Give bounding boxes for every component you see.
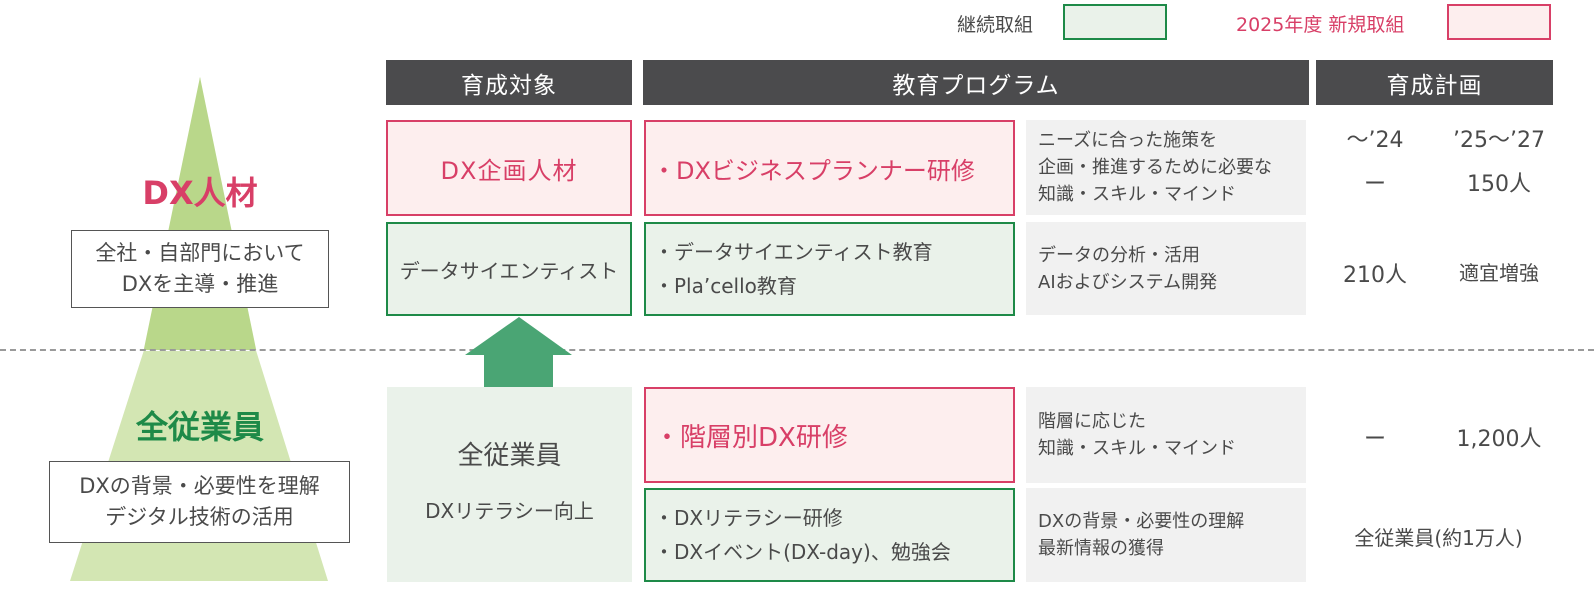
program-description: 階層に応じた 知識・スキル・マインド	[1026, 387, 1306, 483]
plan-period-current: 〜’24	[1346, 128, 1404, 153]
all-employees-description: DXの背景・必要性を理解 デジタル技術の活用	[49, 461, 350, 543]
plan-next-value: 150人	[1467, 172, 1531, 197]
plan-period-next: ’25〜’27	[1453, 128, 1545, 153]
desc-line: 企画・推進するために必要な	[1038, 157, 1272, 178]
legend-new-label: 2025年度 新規取組	[1236, 14, 1405, 36]
program-tiered-dx-training: ・階層別DX研修	[644, 387, 1015, 483]
plan-all-employees-value: 全従業員(約1万人)	[1354, 526, 1523, 550]
program-data-scientist: ・データサイエンティスト教育 ・Pla’cello教育	[644, 222, 1015, 316]
target-all-employees: 全従業員 DXリテラシー向上	[387, 387, 632, 582]
desc-line: AIおよびシステム開発	[1038, 271, 1218, 293]
desc-line: 最新情報の獲得	[1038, 538, 1164, 559]
dx-talent-desc-line: 全社・自部門において	[95, 241, 305, 265]
program-description: DXの背景・必要性の理解 最新情報の獲得	[1026, 488, 1306, 582]
plan-current-value: ー	[1363, 172, 1386, 197]
desc-line: 知識・スキル・マインド	[1038, 438, 1236, 459]
desc-line: DXの背景・必要性の理解	[1038, 511, 1245, 532]
program-item: ・階層別DX研修	[654, 422, 848, 453]
desc-line: 知識・スキル・マインド	[1038, 184, 1236, 205]
target-dx-planner: DX企画人材	[386, 120, 632, 216]
header-target: 育成対象	[386, 60, 632, 105]
program-description: データの分析・活用 AIおよびシステム開発	[1026, 222, 1306, 315]
target-data-scientist: データサイエンティスト	[386, 222, 632, 316]
all-employees-title: 全従業員	[135, 408, 264, 446]
program-item: ・データサイエンティスト教育	[654, 240, 933, 264]
all-employees-desc-line: デジタル技術の活用	[105, 505, 294, 529]
desc-line: データの分析・活用	[1038, 244, 1200, 266]
plan-current-value: 210人	[1343, 263, 1407, 288]
all-employees-desc-line: DXの背景・必要性を理解	[79, 474, 320, 498]
program-item: ・DXビジネスプランナー研修	[652, 156, 975, 185]
header-plan: 育成計画	[1316, 60, 1553, 105]
desc-line: 階層に応じた	[1038, 411, 1146, 432]
target-all-employees-subtitle: DXリテラシー向上	[425, 499, 594, 523]
dx-talent-desc-line: DXを主導・推進	[121, 272, 279, 296]
dx-talent-title: DX人材	[142, 174, 258, 212]
desc-line: ニーズに合った施策を	[1038, 130, 1218, 151]
header-program: 教育プログラム	[643, 60, 1309, 105]
legend-continuing-swatch	[1063, 4, 1167, 40]
plan-next-value: 1,200人	[1456, 427, 1542, 452]
program-dx-business-planner: ・DXビジネスプランナー研修	[644, 120, 1015, 216]
legend-continuing-label: 継続取組	[957, 14, 1034, 36]
target-all-employees-title: 全従業員	[457, 441, 562, 471]
plan-next-value: 適宜増強	[1459, 261, 1539, 285]
program-item: ・DXリテラシー研修	[654, 506, 843, 530]
program-item: ・Pla’cello教育	[654, 274, 797, 298]
section-divider	[0, 349, 1594, 351]
legend-new-swatch	[1447, 4, 1551, 40]
up-arrow-icon	[465, 317, 572, 387]
program-description: ニーズに合った施策を 企画・推進するために必要な 知識・スキル・マインド	[1026, 120, 1306, 215]
program-item: ・DXイベント(DX-day)、勉強会	[654, 540, 951, 564]
program-dx-literacy: ・DXリテラシー研修 ・DXイベント(DX-day)、勉強会	[644, 488, 1015, 582]
dx-talent-description: 全社・自部門において DXを主導・推進	[71, 230, 329, 308]
plan-current-value: ー	[1363, 427, 1386, 452]
